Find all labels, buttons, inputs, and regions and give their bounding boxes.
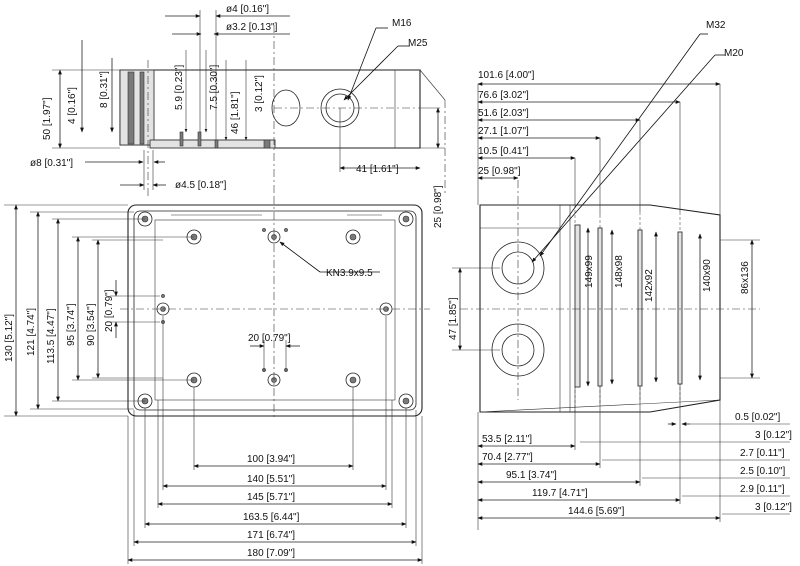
wall-fill-4: [677, 231, 683, 385]
dim-dia-4-5: ø4.5 [0.18"]: [175, 180, 227, 191]
dim-140x90: 140x90: [702, 259, 713, 292]
wall-hatch: [127, 71, 135, 145]
pin-top-l: [262, 228, 266, 232]
dim-2-7: 2.7 [0.11"]: [740, 448, 785, 459]
dim-144-6: 144.6 [5.69"]: [568, 506, 625, 517]
dim-145: 145 [5.71"]: [247, 492, 295, 503]
thread-m20: M20: [724, 48, 744, 59]
dim-119-7: 119.7 [4.71"]: [532, 488, 588, 499]
corner-screw-tr: [398, 211, 414, 227]
dim-171: 171 [6.74"]: [247, 530, 295, 541]
dim-53-5: 53.5 [2.11"]: [482, 434, 532, 445]
dim-dia-4: ø4 [0.16"]: [226, 4, 269, 15]
dim-163-5: 163.5 [6.44"]: [243, 512, 300, 523]
thread-m16: M16: [392, 18, 412, 29]
pin-left-t: [161, 294, 165, 298]
dim-dia-8: ø8 [0.31"]: [30, 158, 73, 169]
boss-br-hole: [349, 376, 357, 384]
dim-50: 50 [1.97"]: [42, 97, 53, 140]
pin-right: [214, 139, 219, 149]
dim-41: 41 [1.61"]: [356, 164, 399, 175]
pin-mid: [197, 131, 202, 147]
dim-4: 4 [0.16"]: [67, 87, 78, 124]
dim-100: 100 [3.94"]: [247, 454, 295, 465]
top-dimensions: ø4 [0.16"] ø3.2 [0.13"] 5.9 [0.23"] 7.5 …: [30, 4, 444, 228]
box-lid-edge: [133, 210, 417, 411]
dim-10-5: 10.5 [0.41"]: [478, 146, 529, 157]
dim-76-6: 76.6 [3.02"]: [478, 90, 529, 101]
dim-8: 8 [0.31"]: [99, 71, 110, 108]
side-bottom-dimensions: 53.5 [2.11"] 70.4 [2.77"] 95.1 [3.74"] 1…: [477, 384, 792, 530]
housing-chamfer: [419, 69, 446, 101]
top-housing-outline: [119, 69, 421, 149]
screw-label: KN3.9x9.5: [326, 268, 373, 279]
dim-95: 95 [3.74"]: [66, 303, 77, 346]
side-view: M32 M20 47 [1.85"]: [448, 20, 760, 413]
dim-25-side: 25 [0.98"]: [478, 166, 521, 177]
dim-20-horizontal: 20 [0.79"]: [248, 333, 291, 344]
knockout-m16-left: [271, 89, 301, 127]
dim-5-9: 5.9 [0.23"]: [174, 65, 185, 110]
dim-3-b: 3 [0.12"]: [755, 502, 792, 513]
dim-2-9: 2.9 [0.11"]: [740, 484, 785, 495]
thread-m32: M32: [706, 20, 726, 31]
pin-top-r: [284, 228, 288, 232]
dim-dia-3-2: ø3.2 [0.13"]: [226, 22, 278, 33]
boss-tr-hole: [349, 233, 357, 241]
dim-113-5: 113.5 [4.47"]: [46, 308, 57, 364]
side-top-dimensions: 101.6 [4.00"] 76.6 [3.02"] 51.6 [2.03"] …: [477, 70, 721, 215]
dim-101-6: 101.6 [4.00"]: [478, 70, 535, 81]
lid-inner-panel: [154, 219, 396, 401]
front-left-dimensions: 130 [5.12"] 121 [4.74"] 113.5 [4.47"] 95…: [4, 204, 194, 417]
thread-m25: M25: [408, 38, 428, 49]
pin-left: [179, 131, 184, 147]
corner-screw-tr-center: [402, 215, 410, 223]
side-opening-dimensions: 149x99 148x98 142x92 140x90 86x136: [584, 227, 760, 387]
box-outer: [127, 204, 423, 417]
top-section-view: [119, 25, 446, 196]
knockout-lower: [501, 333, 535, 367]
wall-fill-1: [574, 224, 581, 388]
dim-140: 140 [5.51"]: [247, 474, 295, 485]
dim-149x99: 149x99: [584, 255, 595, 288]
front-view: KN3.9x9.5 20 [0.79"]: [120, 196, 430, 420]
dim-20-vertical: 20 [0.79"]: [104, 289, 115, 332]
boss-tr: [345, 229, 361, 245]
dim-46: 46 [1.81"]: [230, 91, 241, 134]
dim-7-5: 7.5 [0.30"]: [209, 65, 220, 110]
dim-47: 47 [1.85"]: [448, 297, 459, 340]
dim-121: 121 [4.74"]: [26, 308, 37, 356]
dim-180: 180 [7.09"]: [247, 548, 295, 559]
dim-3: 3 [0.12"]: [254, 75, 265, 112]
dim-51-6: 51.6 [2.03"]: [478, 108, 529, 119]
corner-screw-br-center: [402, 397, 410, 405]
dim-0-5: 0.5 [0.02"]: [735, 412, 780, 423]
dim-90: 90 [3.54"]: [86, 303, 97, 346]
dim-130: 130 [5.12"]: [4, 314, 15, 362]
dim-95-1: 95.1 [3.74"]: [506, 470, 557, 481]
dim-70-4: 70.4 [2.77"]: [482, 452, 533, 463]
front-bottom-dimensions: 100 [3.94"] 140 [5.51"] 145 [5.71"] 163.…: [127, 316, 423, 564]
wall-hatch-inner: [139, 71, 145, 145]
dim-3-a: 3 [0.12"]: [755, 430, 792, 441]
dim-86x136: 86x136: [740, 261, 751, 294]
base-plate: [149, 139, 276, 149]
lid-wall-section: [119, 69, 155, 146]
dim-148x98: 148x98: [614, 255, 625, 288]
dim-25: 25 [0.98"]: [433, 185, 444, 228]
dim-2-5: 2.5 [0.10"]: [740, 466, 785, 477]
wall-fill-2: [597, 227, 603, 387]
dim-27-1: 27.1 [1.07"]: [478, 126, 529, 137]
pin-end: [263, 139, 271, 149]
wall-fill-3: [637, 229, 643, 387]
dim-142x92: 142x92: [644, 269, 655, 302]
